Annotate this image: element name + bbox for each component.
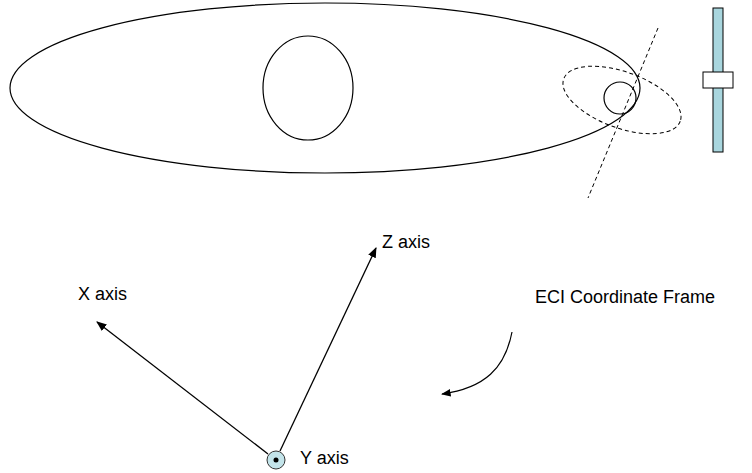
axis-label: Y axis (300, 448, 349, 469)
satellite-body (703, 72, 733, 88)
z-axis-arrow (280, 248, 376, 451)
axis-dashed-line (588, 28, 658, 198)
y-axis-dot (274, 458, 279, 463)
earth-circle (263, 36, 353, 140)
local-orbit-dashed (554, 52, 690, 147)
callout-arrow (442, 332, 512, 394)
axis-label: Z axis (382, 232, 430, 253)
small-body-circle (604, 82, 636, 114)
y-axis-symbol (267, 451, 285, 469)
orbit-ellipse (10, 3, 640, 173)
frame-label: ECI Coordinate Frame (535, 287, 715, 308)
x-axis-arrow (97, 322, 268, 454)
axis-label: X axis (78, 284, 127, 305)
